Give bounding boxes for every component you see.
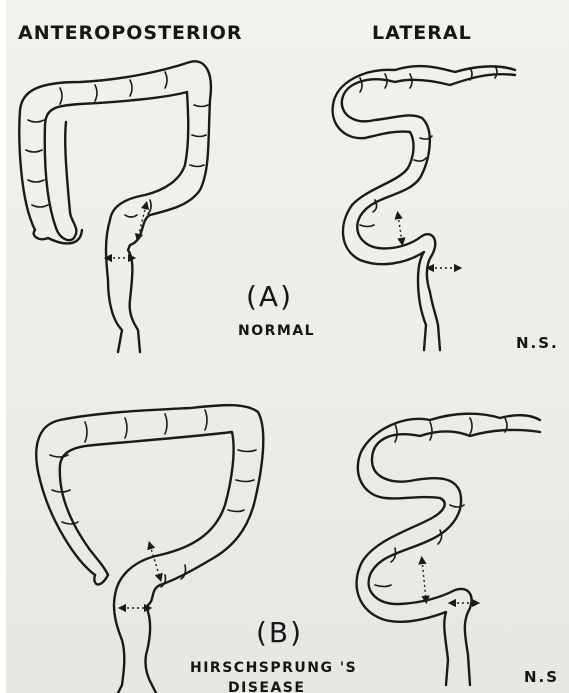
panel-a-ns: N.S. [516,334,559,352]
panel-b-caption-line2: DISEASE [228,680,305,693]
lateral-heading: LATERAL [372,22,472,44]
hirschsprung-colon-ap [36,405,263,693]
hirschsprung-colon-lateral [357,414,540,685]
anteroposterior-heading: ANTEROPOSTERIOR [18,22,243,44]
panel-b-letter: (B) [256,616,303,649]
panel-b-ns: N.S [524,668,559,686]
panel-a-caption: NORMAL [238,323,315,339]
panel-a-letter: (A) [246,280,293,313]
normal-colon-ap [19,61,211,352]
panel-b-caption-line1: HIRSCHSPRUNG 'S [190,660,357,676]
normal-colon-lateral [333,66,515,350]
